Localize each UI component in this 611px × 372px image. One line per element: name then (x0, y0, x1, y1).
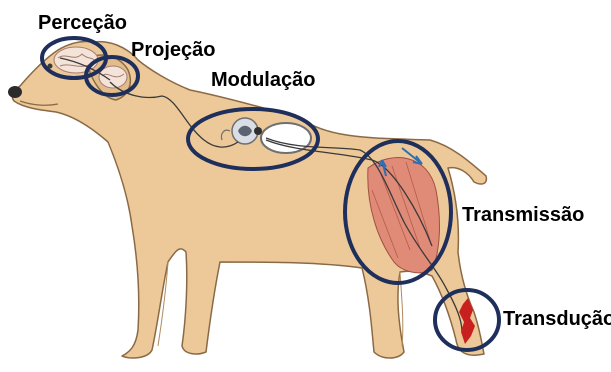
dog-nose (8, 86, 22, 98)
label-perception: Perceção (38, 13, 127, 33)
label-modulation: Modulação (211, 70, 315, 90)
label-projection: Projeção (131, 40, 215, 60)
label-transmission: Transmissão (462, 205, 584, 225)
label-transduction: Transdução (503, 309, 611, 329)
